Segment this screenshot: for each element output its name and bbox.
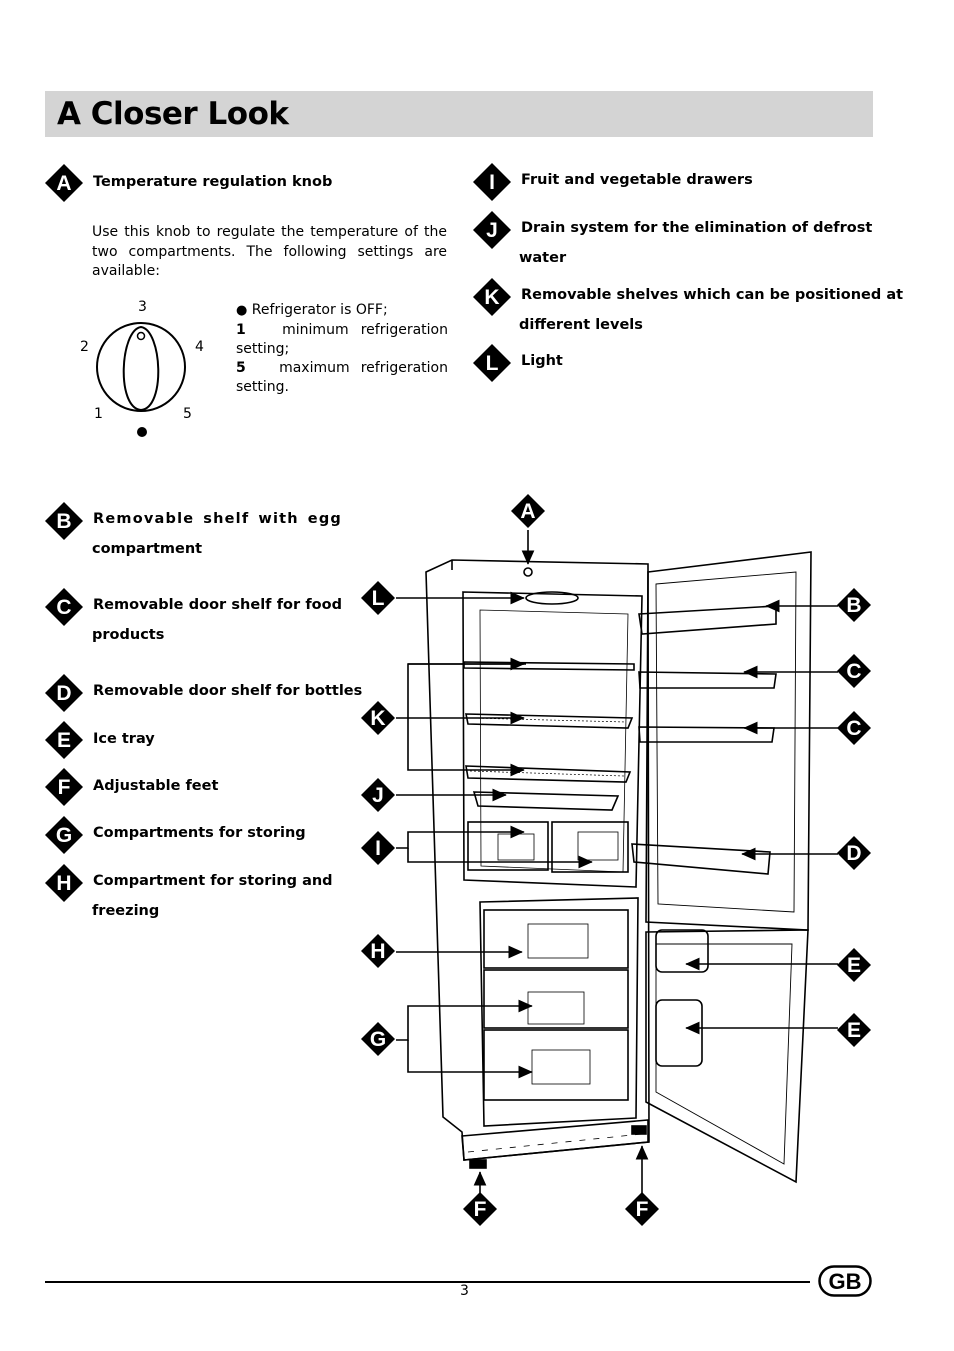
footer-rule	[45, 1281, 810, 1283]
temperature-dial	[80, 296, 210, 441]
page-title: A Closer Look	[57, 96, 289, 132]
svg-text:C: C	[56, 596, 71, 619]
callout-f2-icon: F	[625, 1192, 659, 1226]
callout-l-icon: L	[361, 581, 395, 615]
badge-k-icon: K	[472, 277, 512, 317]
badge-l-icon: L	[472, 343, 512, 383]
callout-f1-icon: F	[463, 1192, 497, 1226]
callout-k-icon: K	[361, 701, 395, 735]
callout-c1-icon: C	[837, 654, 871, 688]
badge-d-icon: D	[44, 673, 84, 713]
dial-number-3: 3	[138, 299, 147, 315]
badge-f-icon: F	[44, 767, 84, 807]
callout-e1-icon: E	[837, 948, 871, 982]
dial-number-2: 2	[80, 339, 89, 355]
badge-b-icon: B	[44, 501, 84, 541]
svg-text:F: F	[474, 1198, 487, 1221]
svg-text:B: B	[56, 510, 71, 533]
callout-e2-icon: E	[837, 1013, 871, 1047]
label-egg-shelf-line2: compartment	[92, 541, 203, 557]
svg-text:G: G	[56, 824, 72, 847]
svg-text:H: H	[370, 940, 385, 963]
svg-text:E: E	[847, 1019, 861, 1042]
svg-text:B: B	[846, 594, 861, 617]
callout-c2-icon: C	[837, 711, 871, 745]
callout-a-icon: A	[511, 494, 545, 528]
svg-text:J: J	[486, 219, 498, 242]
label-egg-shelf-line1: Removable shelf with egg	[93, 511, 342, 527]
dial-number-4: 4	[195, 339, 204, 355]
callout-d-icon: D	[837, 836, 871, 870]
svg-text:I: I	[375, 837, 381, 860]
knob-description: Use this knob to regulate the temperatur…	[92, 224, 447, 279]
fridge-outline	[425, 551, 812, 1184]
label-temperature-knob: Temperature regulation knob	[93, 174, 333, 190]
dial-number-1: 1	[94, 406, 103, 422]
badge-e-icon: E	[44, 720, 84, 760]
gb-badge-icon: GB	[818, 1265, 872, 1297]
badge-a-icon: A	[44, 163, 84, 203]
label-fruit-drawers: Fruit and vegetable drawers	[521, 172, 753, 188]
setting-min: 1 minimum refrigeration setting;	[236, 322, 448, 357]
callout-i-icon: I	[361, 831, 395, 865]
leader-lines	[396, 530, 838, 1197]
label-ice-tray: Ice tray	[93, 731, 155, 747]
page-number: 3	[460, 1283, 469, 1299]
svg-text:F: F	[58, 776, 71, 799]
svg-text:D: D	[56, 682, 71, 705]
svg-text:K: K	[484, 286, 499, 309]
svg-text:L: L	[372, 587, 385, 610]
label-shelves-line1: Removable shelves which can be positione…	[521, 287, 904, 303]
callout-g-icon: G	[361, 1022, 395, 1056]
svg-text:E: E	[847, 954, 861, 977]
badge-i-icon: I	[472, 162, 512, 202]
svg-text:E: E	[57, 729, 71, 752]
svg-text:G: G	[370, 1028, 386, 1051]
svg-text:K: K	[370, 707, 385, 730]
svg-text:D: D	[846, 842, 861, 865]
callout-j-icon: J	[361, 778, 395, 812]
label-drain-system-line2: water	[519, 250, 567, 266]
callout-h-icon: H	[361, 934, 395, 968]
off-dot-icon: ●	[236, 303, 248, 318]
callout-b-icon: B	[837, 588, 871, 622]
fridge-diagram: A L B C C K J I D H E E G F F	[356, 492, 876, 1232]
label-freezing-compartment-line2: freezing	[92, 903, 160, 919]
dial-number-5: 5	[183, 406, 192, 422]
badge-h-icon: H	[44, 863, 84, 903]
label-food-door-shelf-line2: products	[92, 627, 165, 643]
svg-text:C: C	[846, 660, 861, 683]
label-food-door-shelf-line1: Removable door shelf for food	[93, 597, 342, 613]
svg-text:GB: GB	[829, 1269, 862, 1294]
label-adjustable-feet: Adjustable feet	[93, 778, 219, 794]
label-freezing-compartment-line1: Compartment for storing and	[93, 873, 333, 889]
svg-text:A: A	[520, 500, 535, 523]
badge-j-icon: J	[472, 210, 512, 250]
label-light: Light	[521, 353, 563, 369]
svg-text:A: A	[56, 172, 71, 195]
setting-max: 5 maximum refrigeration setting.	[236, 360, 448, 395]
title-bar: A Closer Look	[45, 91, 873, 137]
badge-c-icon: C	[44, 587, 84, 627]
svg-text:C: C	[846, 717, 861, 740]
callout-badges: A L B C C K J I D H E E G F F	[361, 494, 871, 1226]
svg-text:I: I	[489, 171, 495, 194]
label-storing-compartments: Compartments for storing	[93, 825, 306, 841]
svg-text:L: L	[486, 352, 499, 375]
badge-g-icon: G	[44, 815, 84, 855]
svg-text:H: H	[56, 872, 71, 895]
label-bottle-shelf: Removable door shelf for bottles	[93, 683, 363, 699]
svg-text:F: F	[636, 1198, 649, 1221]
label-shelves-line2: different levels	[519, 317, 643, 333]
svg-text:J: J	[372, 784, 384, 807]
setting-off: ● Refrigerator is OFF;	[236, 302, 388, 318]
label-drain-system-line1: Drain system for the elimination of defr…	[521, 220, 873, 236]
